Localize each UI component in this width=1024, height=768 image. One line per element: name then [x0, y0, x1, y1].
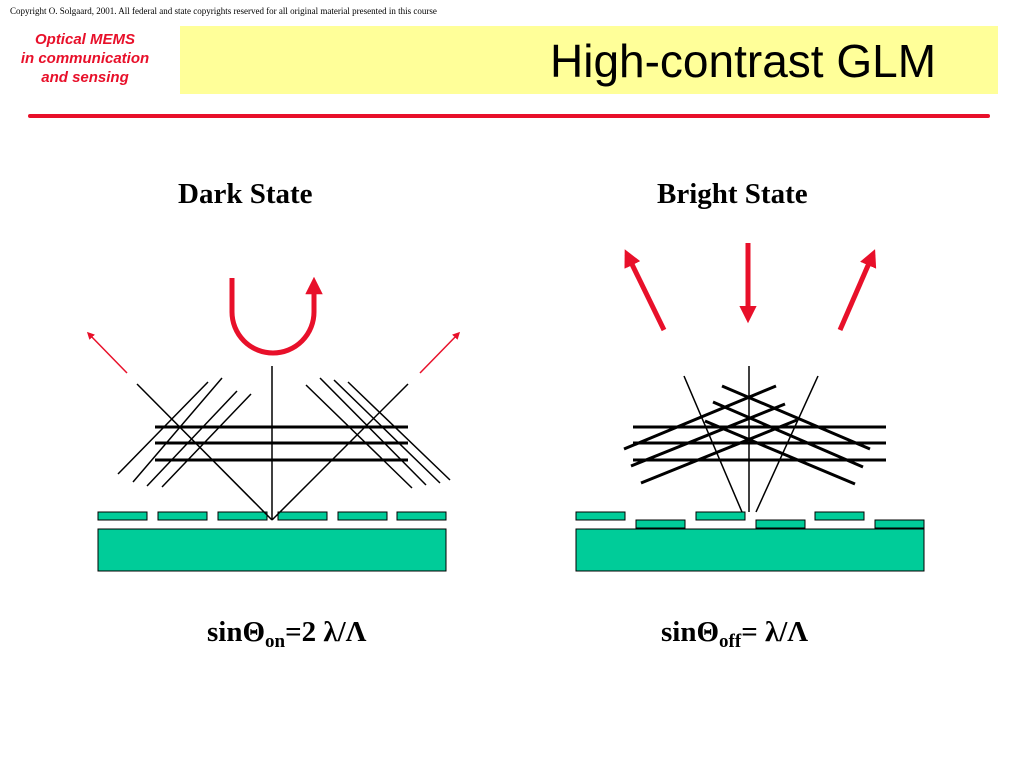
title-divider: [28, 114, 990, 118]
dark-rays: [117, 366, 451, 521]
course-line-3: and sensing: [41, 69, 129, 86]
copyright-notice: Copyright O. Solgaard, 2001. All federal…: [10, 6, 437, 16]
course-name: Optical MEMS in communication and sensin…: [0, 30, 170, 87]
dark-state-label: Dark State: [178, 178, 313, 210]
bright-formula-suffix: = λ/Λ: [741, 616, 809, 648]
bright-state-formula: sinΘoff= λ/Λ: [661, 616, 808, 653]
bright-diffracted-wavefronts: [623, 384, 871, 486]
bright-state-diagram: [575, 243, 925, 572]
bright-formula-subscript: off: [719, 631, 742, 652]
dark-retroreflection-arrow: [229, 276, 323, 356]
bright-left-order-arrow: [624, 249, 667, 332]
course-line-1: Optical MEMS: [34, 31, 135, 48]
bright-ribbons: [575, 511, 925, 529]
slide-title: High-contrast GLM: [550, 35, 937, 87]
bright-substrate: [575, 528, 925, 572]
dark-formula-subscript: on: [265, 631, 286, 652]
bright-rays: [683, 366, 819, 513]
dark-formula-prefix: sinΘ: [207, 616, 266, 648]
title-banner: High-contrast GLM: [180, 26, 998, 94]
dark-right-order-arrow: [419, 331, 461, 374]
dark-state-formula: sinΘon=2 λ/Λ: [207, 616, 366, 653]
bright-formula-prefix: sinΘ: [661, 616, 720, 648]
dark-substrate: [97, 528, 447, 572]
dark-formula-suffix: =2 λ/Λ: [285, 616, 367, 648]
course-line-2: in communication: [20, 50, 150, 67]
dark-left-order-arrow: [86, 331, 128, 374]
bright-right-order-arrow: [837, 249, 877, 331]
bright-state-label: Bright State: [657, 178, 808, 210]
dark-state-diagram: [86, 276, 461, 572]
